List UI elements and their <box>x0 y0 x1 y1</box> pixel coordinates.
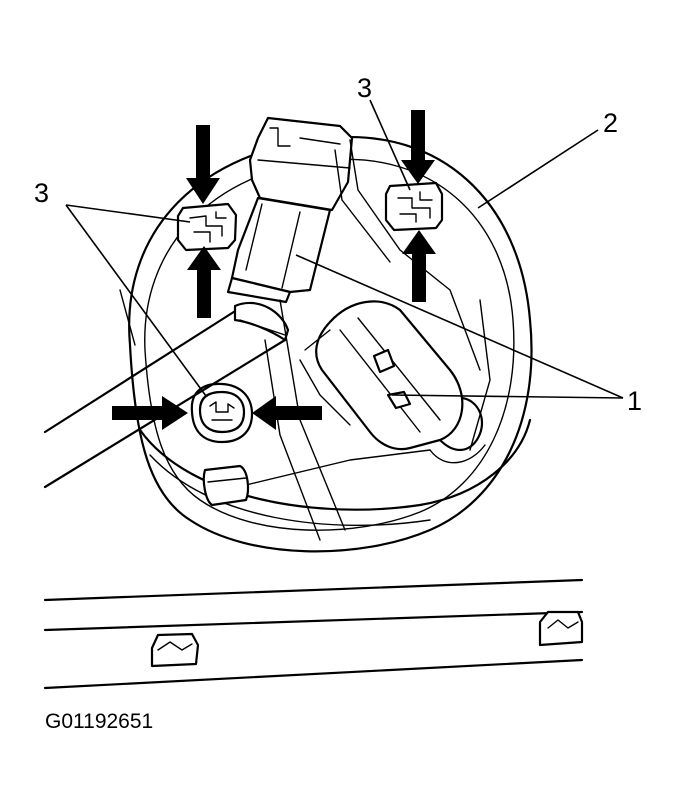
release-arrows <box>112 110 436 430</box>
top-electrical-connector <box>226 116 354 304</box>
hose-fitting <box>202 464 250 507</box>
right-pump-connector <box>299 300 486 464</box>
callout-3-left: 3 <box>34 178 49 208</box>
arrow-up-right-clip <box>402 230 436 302</box>
arrow-up-left-clip <box>187 246 221 318</box>
arrow-right-round-connector <box>112 396 188 430</box>
figure-id-label: G01192651 <box>45 710 153 733</box>
callout-3-right: 3 <box>357 73 372 103</box>
round-quick-connector <box>190 382 254 444</box>
callout-leaders <box>65 99 624 399</box>
callout-1: 1 <box>627 386 642 416</box>
connector-clip-left <box>176 202 238 252</box>
arrow-down-right-clip <box>401 110 435 184</box>
arrow-left-round-connector <box>252 396 322 430</box>
callout-2: 2 <box>603 108 618 138</box>
tank-flange <box>43 578 584 690</box>
connector-clip-right <box>384 181 444 232</box>
arrow-down-left-clip <box>186 125 220 204</box>
